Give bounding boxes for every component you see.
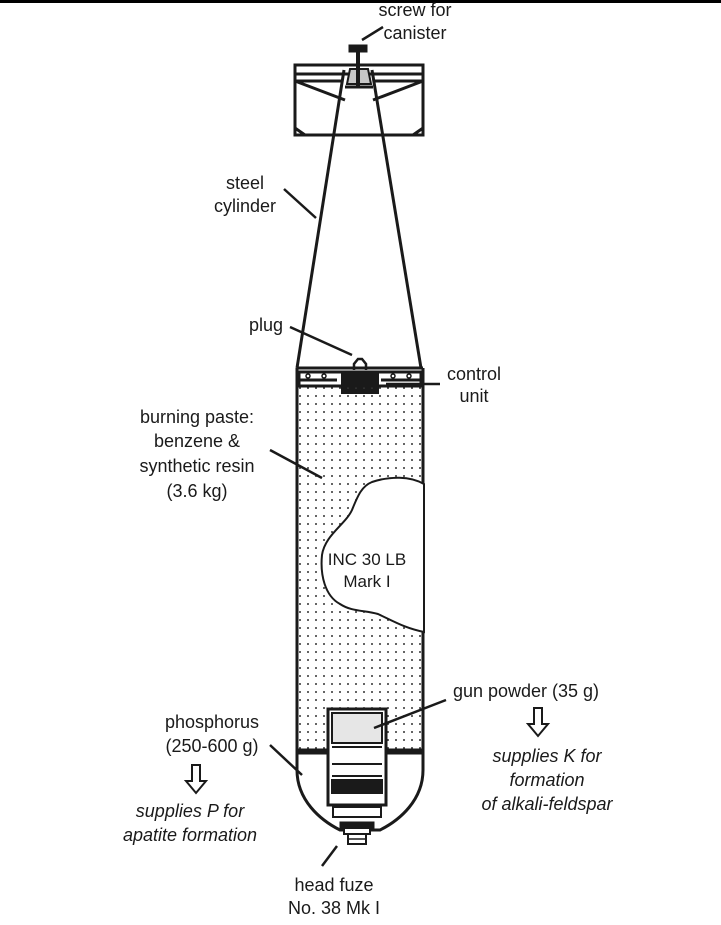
label-bomb-name-1: INC 30 LB [328, 550, 406, 569]
label-steel-1: steel [226, 173, 264, 193]
label-supplies-k-1: supplies K for [492, 746, 602, 766]
label-phosphorus-1: phosphorus [165, 712, 259, 732]
head-fuze [339, 821, 375, 845]
label-supplies-k-3: of alkali-feldspar [481, 794, 613, 814]
label-phosphorus-2: (250-600 g) [165, 736, 258, 756]
label-paste-3: synthetic resin [139, 456, 254, 476]
label-supplies-k-2: formation [509, 770, 584, 790]
label-bomb-name-2: Mark I [343, 572, 390, 591]
gun-powder-charge [326, 707, 388, 818]
label-control-2: unit [459, 386, 488, 406]
steel-cylinder [295, 69, 423, 369]
label-blob [320, 476, 425, 634]
label-supplies-p-2: apatite formation [123, 825, 257, 845]
label-paste-4: (3.6 kg) [166, 481, 227, 501]
label-screw-2: canister [383, 23, 446, 43]
label-screw-1: screw for [378, 0, 451, 20]
arrow-down-icon [525, 707, 551, 738]
label-paste-1: burning paste: [140, 407, 254, 427]
leader-lines [269, 25, 447, 867]
label-fuze-1: head fuze [294, 875, 373, 895]
label-supplies-p-1: supplies P for [136, 801, 245, 821]
label-gun-powder: gun powder (35 g) [453, 681, 599, 701]
label-paste-2: benzene & [154, 431, 240, 451]
label-fuze-2: No. 38 Mk I [288, 898, 380, 918]
label-control-1: control [447, 364, 501, 384]
arrow-down-icon [183, 764, 209, 795]
label-plug: plug [249, 315, 283, 335]
label-steel-2: cylinder [214, 196, 276, 216]
